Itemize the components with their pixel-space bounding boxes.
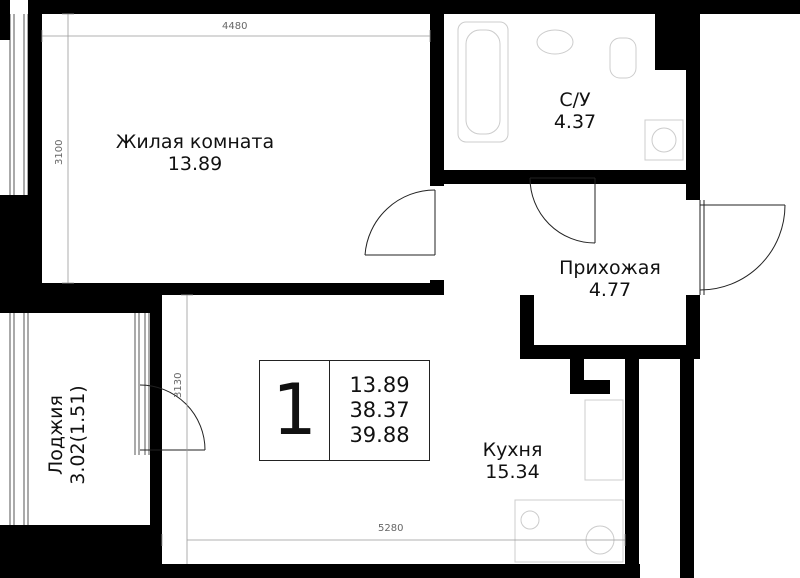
apartment-summary-box: 1 13.89 38.37 39.88 — [259, 360, 430, 461]
loggia-glazing — [9, 14, 150, 525]
loggia-label: Лоджия 3.02(1.51) — [45, 370, 90, 500]
loggia-door — [139, 384, 206, 451]
living-room-door — [364, 189, 436, 256]
rooms-count: 1 — [260, 361, 330, 460]
summary-total-with-loggia: 39.88 — [349, 423, 410, 448]
toilet-fixture — [609, 37, 637, 79]
dimension-lines — [41, 13, 626, 564]
loggia-name: Лоджия — [45, 395, 67, 475]
entrance-door — [699, 200, 786, 295]
hall-area: 4.77 — [588, 278, 632, 301]
living-depth-dimension: 3100 — [54, 139, 65, 165]
kitchen-name: Кухня — [482, 439, 543, 461]
living-room-label: Жилая комната 13.89 — [90, 131, 300, 176]
bathtub-fixture — [457, 21, 509, 143]
summary-values: 13.89 38.37 39.88 — [330, 361, 429, 460]
sink-fixture — [536, 29, 574, 55]
hall-name: Прихожая — [559, 257, 661, 279]
kitchen-label: Кухня 15.34 — [460, 439, 565, 484]
living-width-dimension: 4480 — [222, 21, 248, 32]
kitchen-width-dimension: 5280 — [378, 523, 404, 534]
summary-total-area: 38.37 — [349, 397, 410, 422]
living-room-name: Жилая комната — [115, 131, 275, 153]
bathroom-name: С/У — [559, 89, 591, 111]
hall-label: Прихожая 4.77 — [535, 257, 685, 302]
kitchen-depth-dimension: 3130 — [173, 372, 184, 398]
living-room-area: 13.89 — [167, 152, 223, 175]
kitchen-area: 15.34 — [485, 460, 540, 483]
bathroom-door — [529, 177, 596, 244]
bathroom-area: 4.37 — [553, 110, 597, 133]
washer-fixture — [644, 119, 684, 161]
loggia-area: 3.02(1.51) — [66, 385, 89, 485]
summary-living-area: 13.89 — [349, 372, 410, 397]
bathroom-label: С/У 4.37 — [530, 89, 620, 134]
